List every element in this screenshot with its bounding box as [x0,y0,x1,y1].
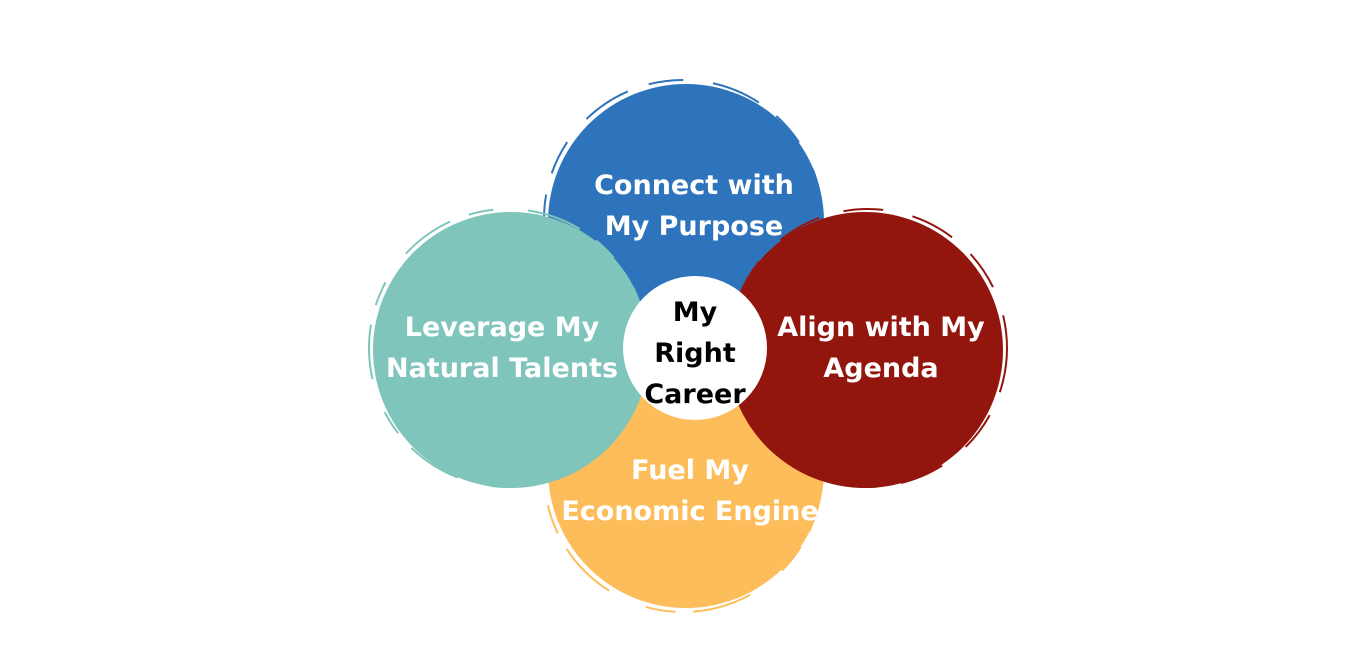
label-bottom-line1: Fuel My [631,455,749,486]
label-left-line2: Natural Talents [385,353,619,384]
label-center-line3: Career [644,379,746,410]
label-connect-purpose: Connect with My Purpose [554,165,834,247]
label-center-line2: Right [654,338,736,369]
label-center-line1: My [672,297,718,328]
label-right-line2: Agenda [823,353,939,384]
label-right-career: My Right Career [625,292,765,415]
label-align-agenda: Align with My Agenda [750,307,1012,389]
label-economic-engine: Fuel My Economic Engine [550,450,830,532]
label-leverage-talents: Leverage My Natural Talents [366,307,638,389]
label-right-line1: Align with My [777,312,985,343]
label-top-line1: Connect with [594,170,794,201]
circle-center [623,276,767,420]
label-top-line2: My Purpose [604,211,784,242]
label-bottom-line2: Economic Engine [561,496,819,527]
label-left-line1: Leverage My [404,312,600,343]
